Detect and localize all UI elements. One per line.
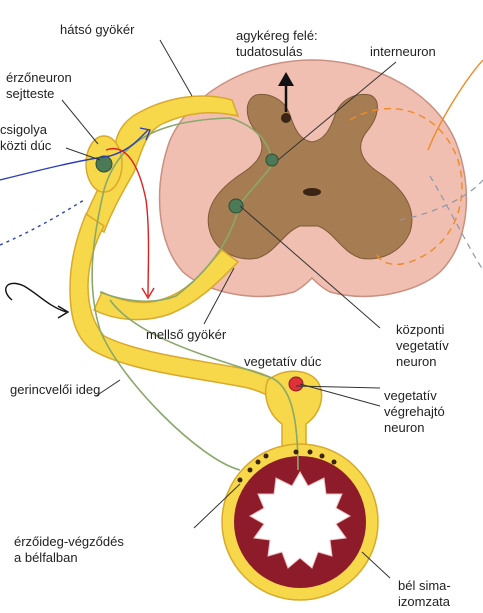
label-gut-smooth-muscle: bél sima- izomzata [398,578,451,610]
annotation-black-curve [6,283,66,312]
label-vegetative-executor-neuron: vegetatív végrehajtó neuron [384,388,445,436]
central-canal [303,188,321,196]
cortex-neuron [281,113,291,123]
central-vegetative-neuron-cell [229,199,243,213]
annotation-black-arrowhead [58,306,68,318]
label-intervertebral-ganglion: csigolya közti dúc [0,122,51,154]
label-to-cortex-line2: tudatosulás [236,44,318,60]
label-to-cortex-line1: agykéreg felé: [236,28,318,44]
annotation-blue-dotted [0,200,84,245]
label-interneuron: interneuron [370,44,436,60]
label-vegetative-ganglion: vegetatív dúc [244,354,321,370]
label-spinal-nerve: gerincvelői ideg [10,382,100,398]
label-to-cortex: agykéreg felé: tudatosulás [236,28,318,60]
label-central-vegetative-neuron: központi vegetatív neuron [396,322,449,370]
label-sensory-nerve-ending: érzőideg-végződés a bélfalban [14,534,124,566]
label-ventral-root: mellső gyökér [146,327,226,343]
label-dorsal-root: hátsó gyökér [60,22,134,38]
label-sensory-neuron-body: érzőneuron sejtteste [6,70,72,102]
interneuron-cell [266,154,278,166]
